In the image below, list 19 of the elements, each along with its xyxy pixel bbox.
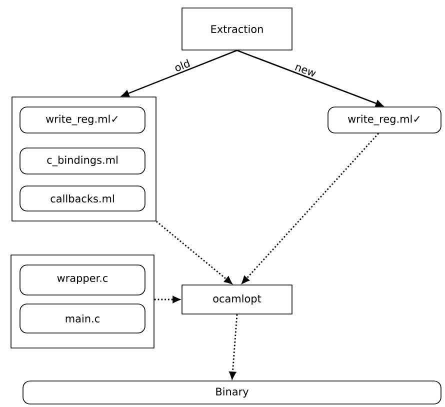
edge-label: old: [175, 59, 190, 72]
edge-label: new: [295, 64, 316, 77]
arrow: [236, 50, 384, 108]
file-box: write_reg.ml✓: [20, 106, 146, 134]
group-box: [12, 96, 156, 222]
file-box: c_bindings.ml: [20, 148, 146, 174]
process-box: ocamlopt: [182, 284, 292, 314]
arrow: [154, 296, 182, 304]
group-box: [10, 254, 154, 348]
file-box: wrapper.c: [20, 264, 146, 296]
file-box: main.c: [20, 304, 146, 334]
process-box: Binary: [22, 380, 442, 404]
arrow: [228, 314, 238, 381]
process-box: Extraction: [182, 8, 292, 50]
arrow: [156, 220, 233, 285]
arrow: [120, 50, 238, 98]
file-box: callbacks.ml: [20, 186, 146, 212]
arrow: [241, 275, 250, 285]
process-box: write_reg.ml✓: [328, 106, 442, 134]
